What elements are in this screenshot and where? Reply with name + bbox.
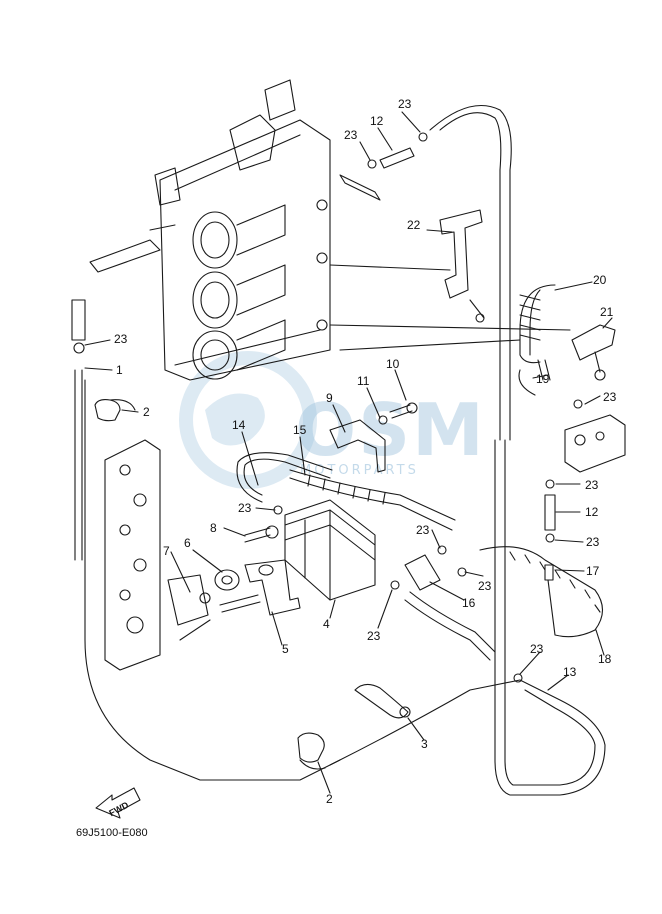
callout-23: 23 (398, 97, 412, 111)
callout-21: 21 (600, 305, 614, 319)
bolt-lower (219, 594, 261, 613)
callout-23: 23 (416, 523, 430, 537)
callout-11: 11 (357, 374, 370, 388)
diagram-code: 69J5100-E080 (76, 827, 148, 839)
gasket-plate (104, 439, 161, 671)
clip-2-lower (297, 732, 325, 763)
hose-top-right-inner (439, 112, 502, 441)
bolt-8 (244, 527, 271, 543)
bracket-9 (329, 419, 386, 473)
fwd-arrow-icon (95, 787, 141, 819)
callout-3: 3 (421, 737, 428, 751)
clamp-23-r2 (545, 533, 555, 543)
callout-12: 12 (370, 114, 384, 128)
clip-3 (354, 683, 409, 719)
callout-2: 2 (326, 792, 333, 806)
callout-23: 23 (530, 642, 544, 656)
callout-23: 23 (603, 390, 617, 404)
callout-23: 23 (344, 128, 358, 142)
callout-17: 17 (586, 564, 600, 578)
callout-4: 4 (323, 617, 330, 631)
clamp-23-right (573, 399, 583, 409)
clamp-23-m3 (390, 580, 400, 590)
joint-12-top (379, 147, 415, 169)
hose-14 (243, 458, 331, 496)
callout-22: 22 (407, 218, 421, 232)
watermark: OSM MOTORPARTS (179, 351, 486, 489)
grommet-6 (214, 569, 240, 591)
hose-20 (519, 284, 556, 364)
fitting-top-left (71, 299, 86, 341)
small-tube-top (339, 174, 381, 201)
hose-15 (289, 469, 456, 521)
bracket-5 (244, 559, 301, 616)
leader-lines (84, 264, 571, 781)
clamp-23-m1 (437, 545, 447, 555)
callout-15: 15 (293, 423, 307, 437)
hose-13 (494, 439, 606, 796)
callout-23: 23 (367, 629, 381, 643)
callout-23: 23 (478, 579, 492, 593)
hose-16 (404, 599, 491, 661)
cap-assembly (564, 414, 626, 473)
callout-18: 18 (598, 652, 612, 666)
throttle-body-assembly (89, 79, 331, 381)
clamp-23-top (418, 132, 428, 142)
callout-23: 23 (585, 478, 599, 492)
watermark-subtext: MOTORPARTS (300, 463, 419, 478)
callouts: 23 12 23 22 20 21 23 1 2 10 19 11 9 23 1… (114, 97, 617, 806)
callout-10: 10 (386, 357, 400, 371)
callout-19: 19 (536, 372, 550, 386)
bracket-7 (167, 574, 209, 626)
callout-5: 5 (282, 642, 289, 656)
hose-15-spring (307, 474, 386, 505)
callout-23: 23 (114, 332, 128, 346)
screw-22 (469, 299, 485, 319)
callout-1: 1 (116, 363, 123, 377)
callout-23: 23 (586, 535, 600, 549)
clamp-23-top-left (367, 159, 377, 169)
callout-13: 13 (563, 665, 577, 679)
clip-2-upper (94, 399, 121, 422)
callout-23: 23 (238, 501, 252, 515)
washer-11 (378, 415, 388, 425)
callout-6: 6 (184, 536, 191, 550)
bracket-22 (439, 209, 483, 299)
callout-16: 16 (462, 596, 476, 610)
bracket-21 (571, 324, 616, 361)
callout-8: 8 (210, 521, 217, 535)
callout-9: 9 (326, 391, 333, 405)
joint-17 (544, 564, 554, 581)
hose-top-right (429, 104, 512, 441)
hose-18 (479, 546, 604, 638)
part-16 (404, 554, 441, 591)
callout-20: 20 (593, 273, 607, 287)
callout-2: 2 (143, 405, 150, 419)
joint-12 (544, 494, 556, 531)
canister-4 (284, 499, 376, 601)
fuel-pipe-1 (74, 369, 83, 561)
callout-7: 7 (163, 544, 170, 558)
clamp-23-lower (513, 673, 523, 683)
clamp-23-left (73, 342, 85, 354)
watermark-text: OSM (295, 388, 486, 472)
callout-12: 12 (585, 505, 599, 519)
clamp-23-r1 (545, 479, 555, 489)
hose-18-spring (509, 551, 601, 613)
hose-20-spring (519, 294, 541, 341)
callout-14: 14 (232, 418, 246, 432)
